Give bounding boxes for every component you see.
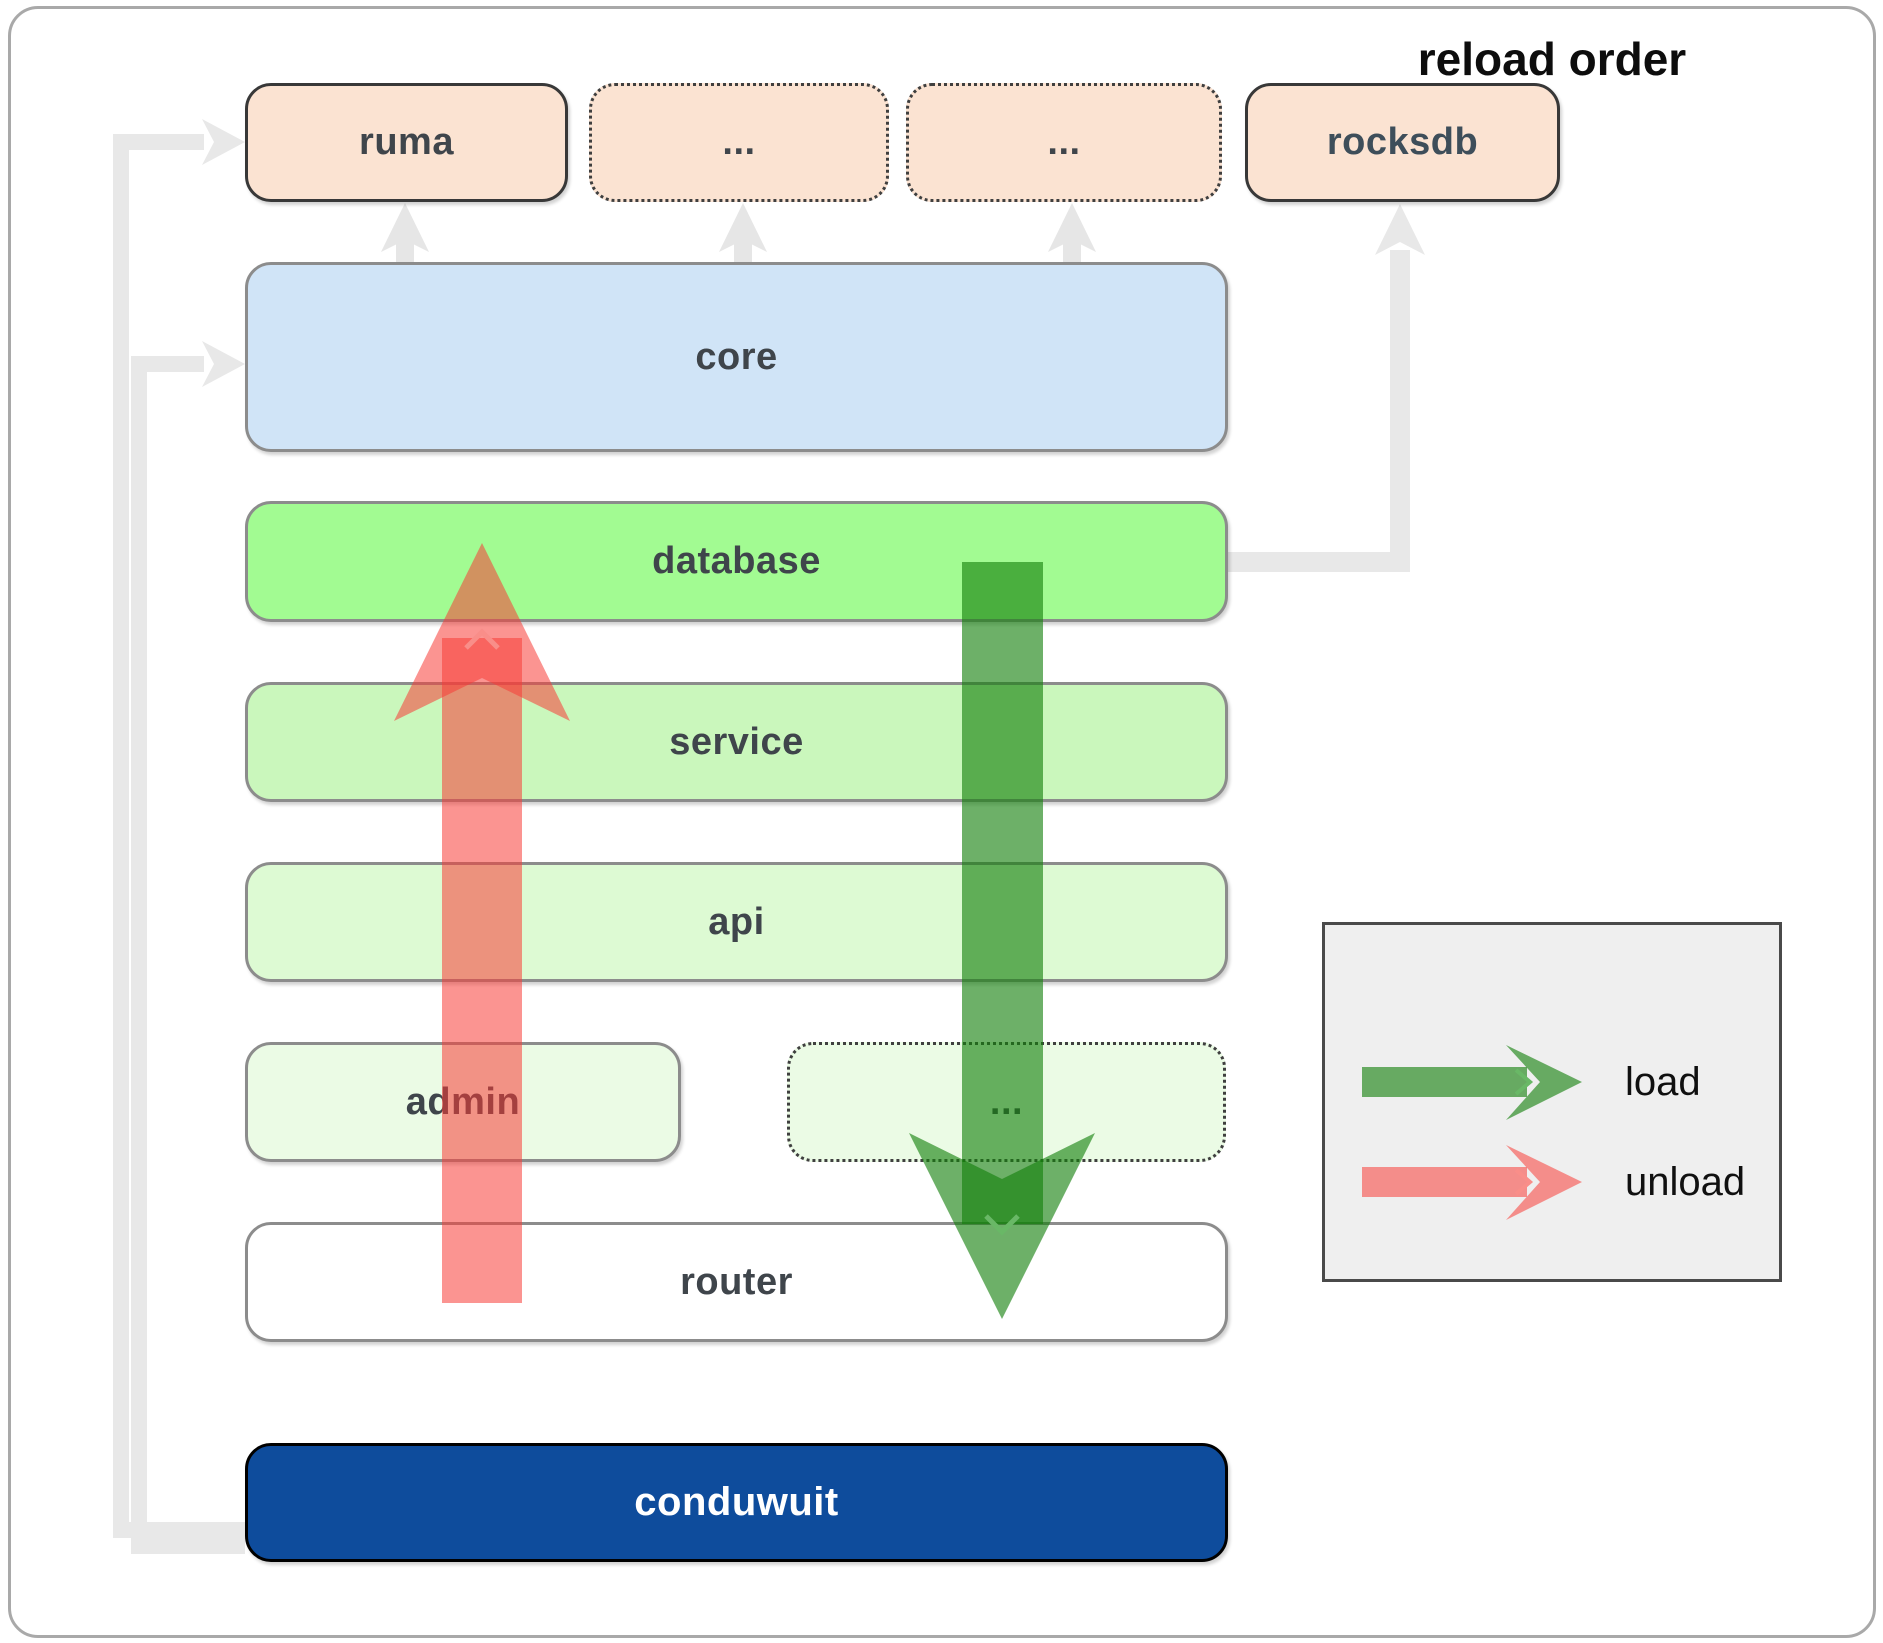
node-router: router — [245, 1222, 1228, 1342]
node-database: database — [245, 501, 1228, 622]
node-service-label: service — [669, 720, 804, 763]
node-conduwuit: conduwuit — [245, 1443, 1228, 1562]
node-ruma-label: ruma — [359, 121, 454, 163]
node-ellipsis-2: ... — [906, 83, 1222, 202]
legend-title: reload order — [1417, 33, 1687, 85]
node-core-label: core — [695, 335, 778, 378]
node-ellipsis-1: ... — [589, 83, 889, 202]
node-api-label: api — [708, 900, 765, 943]
node-service: service — [245, 682, 1228, 802]
legend-unload-label: unload — [1625, 1160, 1746, 1204]
diagram-outer-frame — [8, 6, 1876, 1638]
node-ellipsis-3-label: ... — [989, 1080, 1024, 1123]
legend-load-label: load — [1625, 1060, 1701, 1104]
node-core: core — [245, 262, 1228, 452]
node-rocksdb: rocksdb — [1245, 83, 1560, 202]
node-ellipsis-3: ... — [787, 1042, 1226, 1162]
node-database-label: database — [652, 540, 821, 582]
node-ruma: ruma — [245, 83, 568, 202]
node-conduwuit-label: conduwuit — [634, 1480, 839, 1524]
legend-reload-order — [1322, 922, 1782, 1282]
node-admin: admin — [245, 1042, 681, 1162]
node-ellipsis-2-label: ... — [1047, 121, 1081, 163]
node-ellipsis-1-label: ... — [722, 121, 756, 163]
node-api: api — [245, 862, 1228, 982]
node-router-label: router — [680, 1260, 793, 1303]
node-rocksdb-label: rocksdb — [1326, 121, 1479, 163]
node-admin-label: admin — [405, 1080, 521, 1123]
